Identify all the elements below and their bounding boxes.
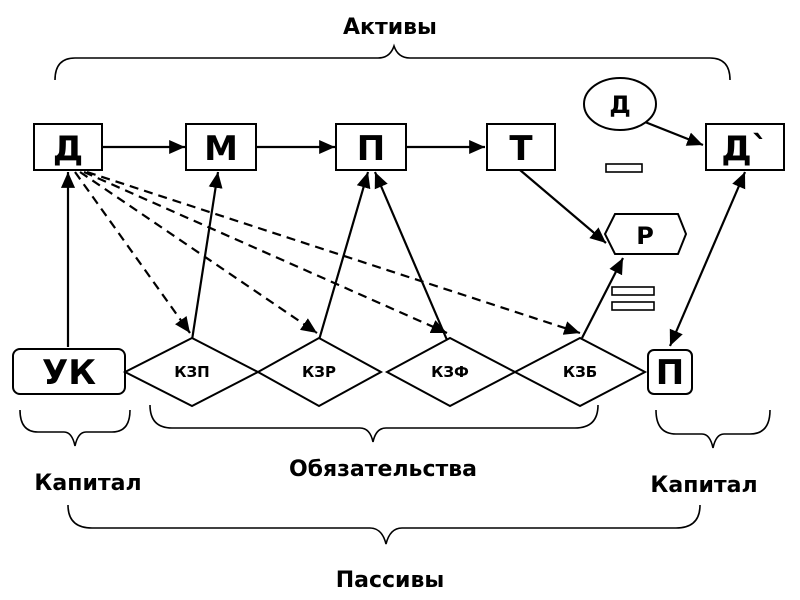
node-kzr: КЗР xyxy=(255,336,384,408)
node-d-prime-label: Д` xyxy=(721,129,768,169)
node-kzr-label: КЗР xyxy=(302,363,336,381)
node-d-circle-label: Д xyxy=(609,91,630,119)
arrow-kzb-to-r xyxy=(581,257,624,339)
equals-sign xyxy=(611,286,655,311)
arrow-t-to-r xyxy=(519,169,607,244)
node-d: Д xyxy=(33,123,103,171)
liabilities-brace xyxy=(149,404,599,443)
node-r: Р xyxy=(603,213,688,255)
node-r-label: Р xyxy=(636,222,654,250)
passives-label: Пассивы xyxy=(336,568,445,593)
node-p: П xyxy=(335,123,407,171)
node-kzf-label: КЗФ xyxy=(431,363,469,381)
node-d-prime: Д` xyxy=(705,123,785,171)
node-p-right-label: П xyxy=(656,353,684,393)
node-d-circle: Д xyxy=(583,77,657,131)
node-d-label: Д xyxy=(53,129,83,169)
node-kzb: КЗБ xyxy=(512,336,648,408)
node-kzb-label: КЗБ xyxy=(563,363,597,381)
arrow-kzr-to-p xyxy=(317,171,371,341)
node-p-right: П xyxy=(647,349,693,395)
assets-label: Активы xyxy=(343,15,437,40)
passives-brace xyxy=(67,504,701,545)
dashed-arrow-d-to-kzb xyxy=(86,170,581,335)
node-uk: УК xyxy=(12,348,126,395)
arrow-dprime-to-p-right xyxy=(668,171,747,347)
node-kzp: КЗП xyxy=(122,336,261,408)
capital-left-brace xyxy=(19,409,131,447)
minus-sign xyxy=(605,163,643,173)
capital-left-label: Капитал xyxy=(34,471,141,496)
node-kzf: КЗФ xyxy=(384,336,518,408)
dashed-arrow-d-to-kzr xyxy=(79,171,318,334)
arrow-kzf-to-p xyxy=(373,171,449,341)
node-uk-label: УК xyxy=(42,353,96,393)
node-p-label: П xyxy=(357,129,385,169)
node-m: М xyxy=(185,123,257,171)
assets-brace xyxy=(54,43,731,81)
arrow-dcircle-to-dprime xyxy=(644,120,704,147)
node-kzp-label: КЗП xyxy=(174,363,209,381)
capital-right-label: Капитал xyxy=(650,473,757,498)
node-m-label: М xyxy=(204,129,238,169)
capital-right-brace xyxy=(655,409,771,449)
dashed-arrow-d-to-kzf xyxy=(83,170,448,335)
dashed-arrow-d-to-kzp xyxy=(74,171,191,334)
node-t: Т xyxy=(486,123,556,171)
liabilities-label: Обязательства xyxy=(289,457,477,482)
node-t-label: Т xyxy=(509,129,533,169)
